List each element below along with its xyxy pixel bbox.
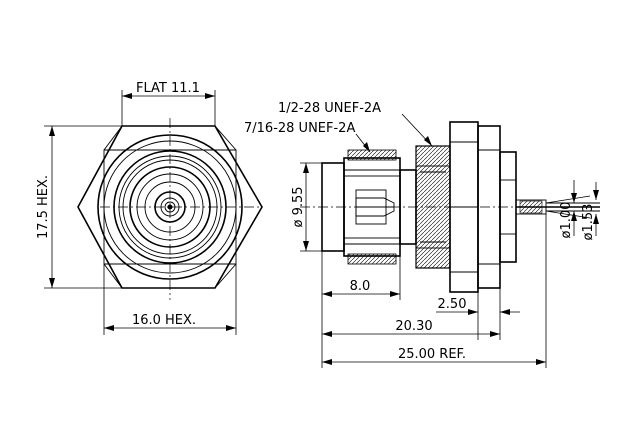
length-20-30-label: 20.30 [395,319,432,334]
thread-outer-label: 1/2-28 UNEF-2A [278,101,381,116]
diameter-pin-dimensions: ø1.00 ø1.53 [545,180,599,241]
hex-horizontal-label: 16.0 HEX. [132,313,196,328]
flat-label: FLAT 11.1 [136,81,200,96]
length-2-50-dimension: 2.50 [436,288,520,340]
side-view [300,121,600,293]
diameter-pin-label: ø1.00 [559,202,574,239]
thread-inner-label: 7/16-28 UNEF-2A [244,121,355,136]
diameter-body-label: ø 9.55 [291,186,306,227]
diameter-dielectric-label: ø1.53 [581,204,596,241]
thread-callouts: 1/2-28 UNEF-2A 7/16-28 UNEF-2A [244,101,433,153]
length-total-dimension: 25.00 REF. [322,214,547,368]
length-total-label: 25.00 REF. [398,347,466,362]
front-view [77,118,263,300]
length-8-dimension: 8.0 [321,251,401,368]
length-20-30-dimension: 20.30 [322,319,500,337]
length-2-50-label: 2.50 [438,297,467,312]
length-8-label: 8.0 [350,279,371,294]
diameter-body-dimension: ø 9.55 [291,162,322,252]
hex-vertical-label: 17.5 HEX. [36,175,51,239]
flat-dimension: FLAT 11.1 [121,81,216,126]
hex-vertical-dimension: 17.5 HEX. [36,125,122,289]
hex-horizontal-dimension: 16.0 HEX. [103,264,237,335]
